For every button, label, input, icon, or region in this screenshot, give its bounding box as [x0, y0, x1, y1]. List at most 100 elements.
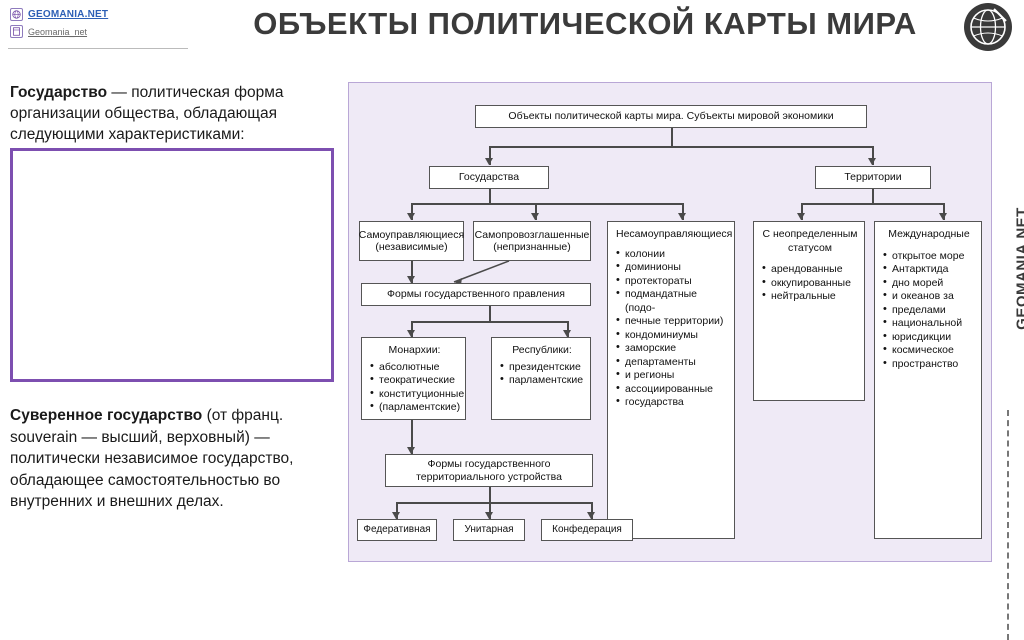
edge-to-confederation: [591, 502, 593, 519]
edge-to-monarchies: [411, 321, 413, 337]
edge-root-down: [671, 127, 673, 147]
list-item-cont: пространство: [883, 358, 975, 372]
watermark-label: GEOMANIA.NET: [1014, 179, 1024, 359]
edge-to-selfgov: [411, 203, 413, 220]
list-item: парламентские: [500, 374, 584, 388]
node-republics: Республики: президентские парламентские: [491, 337, 591, 420]
list-item: нейтральные: [762, 290, 858, 304]
node-undefined-status-title: С неопределенным статусом: [762, 228, 858, 255]
edge-to-nonselfgov: [682, 203, 684, 220]
list-item: абсолютные: [370, 361, 459, 375]
list-item-cont: пределами: [883, 304, 975, 318]
definition-state-paragraph: Государство — политическая форма организ…: [10, 82, 340, 145]
globe-icon: [964, 3, 1012, 51]
edge-govforms-horizontal: [411, 321, 568, 323]
list-item: оккупированные: [762, 277, 858, 291]
list-item-cont: национальной: [883, 317, 975, 331]
node-self-proclaimed-label: Самопровозглашенные (непризнанные): [475, 229, 590, 254]
definition-sovereign-paragraph: Суверенное государство (от франц. souver…: [10, 405, 345, 513]
edge-to-unitary: [489, 502, 491, 519]
republics-list: президентские парламентские: [500, 361, 584, 388]
bookmark-icon: [10, 25, 23, 38]
node-states: Государства: [429, 166, 549, 189]
list-item-cont: (парламентские): [370, 401, 459, 415]
globe-small-icon: [10, 8, 23, 21]
list-item: арендованные: [762, 263, 858, 277]
list-item: дно морей: [883, 277, 975, 291]
node-monarchies-title: Монархии:: [370, 344, 459, 358]
node-territorial-forms: Формы государственного территориального …: [385, 454, 593, 487]
node-territorial-forms-label: Формы государственного территориального …: [416, 458, 562, 483]
edge-states-horizontal: [411, 203, 683, 205]
edge-selfgov-to-govforms: [411, 260, 413, 283]
list-item: ассоциированные: [616, 383, 728, 397]
undefined-status-list: арендованные оккупированные нейтральные: [762, 263, 858, 304]
list-item-cont: и океанов за: [883, 290, 975, 304]
site-brand[interactable]: GEOMANIA.NET Geomania_net: [10, 7, 160, 39]
list-item: протектораты: [616, 275, 728, 289]
node-government-forms: Формы государственного правления: [361, 283, 591, 306]
international-list: открытое море Антарктида дно морей и оке…: [883, 250, 975, 372]
node-confederation: Конфедерация: [541, 519, 633, 541]
node-non-self-governing: Несамоуправляющиеся колонии доминионы пр…: [607, 221, 735, 539]
list-item-cont: департаменты: [616, 356, 728, 370]
node-self-governing: Самоуправляющиеся (независимые): [359, 221, 464, 261]
edge-to-selfproclaimed: [535, 203, 537, 220]
node-international: Международные открытое море Антарктида д…: [874, 221, 982, 539]
definition-sovereign-term: Суверенное государство: [10, 407, 202, 424]
page-header: GEOMANIA.NET Geomania_net ОБЪЕКТЫ ПОЛИТИ…: [0, 0, 1024, 57]
brand-secondary-row: Geomania_net: [10, 24, 160, 39]
non-self-gov-list: колонии доминионы протектораты подмандат…: [616, 248, 728, 410]
list-item: колонии: [616, 248, 728, 262]
edge-monarchies-to-territorial: [411, 420, 413, 454]
node-root-label: Объекты политической карты мира. Субъект…: [508, 110, 833, 123]
edge-root-horizontal: [489, 146, 873, 148]
edge-territorial-down: [489, 487, 491, 503]
edge-territorial-horizontal: [396, 502, 592, 504]
list-item: доминионы: [616, 261, 728, 275]
list-item: Антарктида: [883, 263, 975, 277]
edge-to-federal: [396, 502, 398, 519]
node-confederation-label: Конфедерация: [552, 524, 622, 537]
list-item: конституционные: [370, 388, 459, 402]
edge-to-republics: [567, 321, 569, 337]
left-column: Государство — политическая форма организ…: [10, 82, 340, 382]
edge-territories-horizontal: [801, 203, 944, 205]
node-territories: Территории: [815, 166, 931, 189]
brand-name-label[interactable]: GEOMANIA.NET: [28, 9, 108, 20]
node-republics-title: Республики:: [500, 344, 584, 358]
list-item: космическое: [883, 344, 975, 358]
edge-to-territories: [872, 146, 874, 165]
diagram-canvas: Объекты политической карты мира. Субъект…: [349, 83, 991, 561]
node-self-governing-label: Самоуправляющиеся (независимые): [359, 229, 464, 254]
node-federal-label: Федеративная: [363, 524, 430, 537]
edge-govforms-down: [489, 306, 491, 322]
list-item: президентские: [500, 361, 584, 375]
diagram-panel: Объекты политической карты мира. Субъект…: [348, 82, 992, 562]
rail-dashed-line: [1007, 410, 1009, 640]
edge-to-undefined: [801, 203, 803, 220]
list-item: открытое море: [883, 250, 975, 264]
list-item: заморские: [616, 342, 728, 356]
edge-to-states: [489, 146, 491, 165]
edge-to-international: [943, 203, 945, 220]
node-unitary-label: Унитарная: [464, 524, 513, 537]
list-item-cont: юрисдикции: [883, 331, 975, 345]
list-item: подмандатные (подо-: [616, 288, 728, 315]
edge-states-down: [489, 188, 491, 204]
list-item: теократические: [370, 374, 459, 388]
header-divider: [8, 48, 188, 49]
empty-content-box: [10, 148, 334, 382]
node-federal: Федеративная: [357, 519, 437, 541]
node-government-forms-label: Формы государственного правления: [387, 288, 565, 301]
node-monarchies: Монархии: абсолютные теократические конс…: [361, 337, 466, 420]
right-rail: GEOMANIA.NET: [994, 150, 1022, 450]
brand-primary-row: GEOMANIA.NET: [10, 7, 160, 22]
node-unitary: Унитарная: [453, 519, 525, 541]
page-title: ОБЪЕКТЫ ПОЛИТИЧЕСКОЙ КАРТЫ МИРА: [190, 6, 980, 42]
brand-sub-label[interactable]: Geomania_net: [28, 27, 87, 37]
list-item-cont: государства: [616, 396, 728, 410]
node-undefined-status: С неопределенным статусом арендованные о…: [753, 221, 865, 401]
list-item: кондоминиумы: [616, 329, 728, 343]
definition-state-term: Государство: [10, 84, 107, 101]
